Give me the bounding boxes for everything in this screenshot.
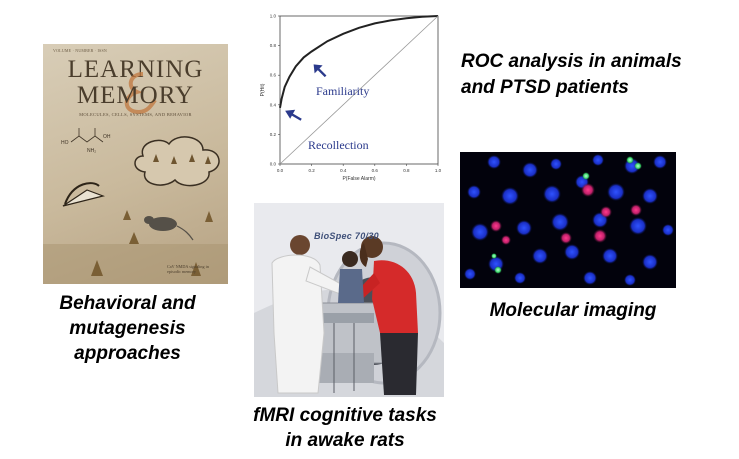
label-red xyxy=(593,229,607,243)
arrow-familiarity-head xyxy=(313,64,323,74)
nucleus-blue xyxy=(629,217,647,235)
roc-plot-frame xyxy=(279,15,439,165)
cover-title-learning: LEARNING xyxy=(67,56,204,83)
x-tick-label: 0.0 xyxy=(277,168,284,173)
label-green xyxy=(634,162,642,170)
y-tick-label: 0.0 xyxy=(270,162,277,167)
molecular-imaging-micrograph xyxy=(460,152,676,288)
nucleus-blue xyxy=(487,155,501,169)
caption-fmri-line2: in awake rats xyxy=(285,430,405,451)
nucleus-blue xyxy=(464,268,476,280)
x-axis-label: P(False Alarm) xyxy=(342,176,375,182)
label-green xyxy=(491,253,497,259)
caption-fmri-line1: fMRI cognitive tasks xyxy=(253,405,437,426)
nucleus-blue xyxy=(543,185,561,203)
nucleus-blue xyxy=(467,185,481,199)
x-tick-label: 0.4 xyxy=(340,168,347,173)
label-green xyxy=(582,172,590,180)
caption-behavioral-line3: approaches xyxy=(74,343,181,364)
nucleus-blue xyxy=(662,224,674,236)
caption-fmri: fMRI cognitive tasks in awake rats xyxy=(230,403,460,453)
label-red xyxy=(490,220,502,232)
cover-masthead: VOLUME · NUMBER · ISSN xyxy=(53,48,107,53)
nucleus-blue xyxy=(602,248,618,264)
annotation-recollection: Recollection xyxy=(308,138,369,152)
y-tick-label: 1.0 xyxy=(270,14,277,19)
nucleus-blue xyxy=(653,155,667,169)
label-red xyxy=(600,206,612,218)
caption-roc-line2: and PTSD patients xyxy=(461,77,629,98)
x-tick-label: 1.0 xyxy=(435,168,442,173)
nucleus-blue xyxy=(501,187,519,205)
nucleus-blue xyxy=(642,254,658,270)
roc-series xyxy=(279,15,439,165)
x-tick-label: 0.2 xyxy=(308,168,315,173)
scanner-brand-label: BioSpec 70/30 xyxy=(314,231,379,241)
svg-text:HO: HO xyxy=(61,140,69,146)
label-red xyxy=(581,183,595,197)
cover-subtitle: MOLECULES, CELLS, SYSTEMS, AND BEHAVIOR xyxy=(79,112,192,117)
svg-text:OH: OH xyxy=(103,134,111,140)
caption-roc-line1: ROC analysis in animals xyxy=(461,51,682,72)
label-red xyxy=(501,235,511,245)
label-red xyxy=(630,204,642,216)
arrow-recollection-head xyxy=(285,109,296,119)
nucleus-blue xyxy=(607,183,625,201)
roc-axes: 0.0 0.2 0.4 0.6 0.8 1.0 0.0 0.2 0.4 0.6 0.8 1.0P(Fa… xyxy=(260,14,442,183)
caption-molecular: Molecular imaging xyxy=(489,300,657,321)
nucleus-blue xyxy=(583,271,597,285)
nucleus-blue xyxy=(564,244,580,260)
caption-roc: ROC analysis in animals and PTSD patient… xyxy=(461,49,717,101)
cover-illustration: HO OH NH₂ xyxy=(43,128,228,284)
caption-behavioral: Behavioral and mutagenesis approaches xyxy=(40,291,215,366)
journal-cover-image: VOLUME · NUMBER · ISSN LEARNING MEMORY M… xyxy=(43,44,228,284)
cover-title-memory: MEMORY xyxy=(76,82,195,109)
caption-behavioral-line1: Behavioral and xyxy=(59,293,196,314)
nucleus-blue xyxy=(514,272,526,284)
nucleus-blue xyxy=(624,274,636,286)
nucleus-blue xyxy=(642,188,658,204)
nucleus-blue xyxy=(592,154,604,166)
roc-chart: 0.0 0.2 0.4 0.6 0.8 1.0 0.0 0.2 0.4 0.6 0.8 1.0P(Fa… xyxy=(258,4,448,182)
nucleus-blue xyxy=(471,223,489,241)
micrograph-cells xyxy=(464,154,674,286)
nucleus-blue xyxy=(532,248,548,264)
label-red xyxy=(560,232,572,244)
y-tick-label: 0.6 xyxy=(270,73,277,78)
nucleus-blue xyxy=(550,158,562,170)
annotation-familiarity: Familiarity xyxy=(316,84,369,98)
roc-curve xyxy=(279,15,439,108)
y-tick-label: 0.2 xyxy=(270,132,277,137)
label-green xyxy=(626,156,634,164)
fmri-scene-illustration xyxy=(254,203,444,397)
nucleus-blue xyxy=(522,162,538,178)
svg-text:NH₂: NH₂ xyxy=(87,148,96,154)
label-green xyxy=(494,266,502,274)
ampersand-logo xyxy=(124,72,157,114)
y-axis-label: P(Hit) xyxy=(260,83,266,96)
caption-behavioral-line2: mutagenesis xyxy=(69,318,186,339)
fmri-lab-photo: BioSpec 70/30 xyxy=(254,203,444,397)
cover-caption: CaV NMDA signaling in episodic memory xyxy=(167,264,209,274)
nucleus-blue xyxy=(551,213,569,231)
x-tick-label: 0.6 xyxy=(372,168,379,173)
chance-diagonal xyxy=(279,15,439,165)
nucleus-blue xyxy=(516,220,532,236)
y-tick-label: 0.8 xyxy=(270,43,277,48)
y-tick-label: 0.4 xyxy=(270,102,277,107)
x-tick-label: 0.8 xyxy=(403,168,410,173)
